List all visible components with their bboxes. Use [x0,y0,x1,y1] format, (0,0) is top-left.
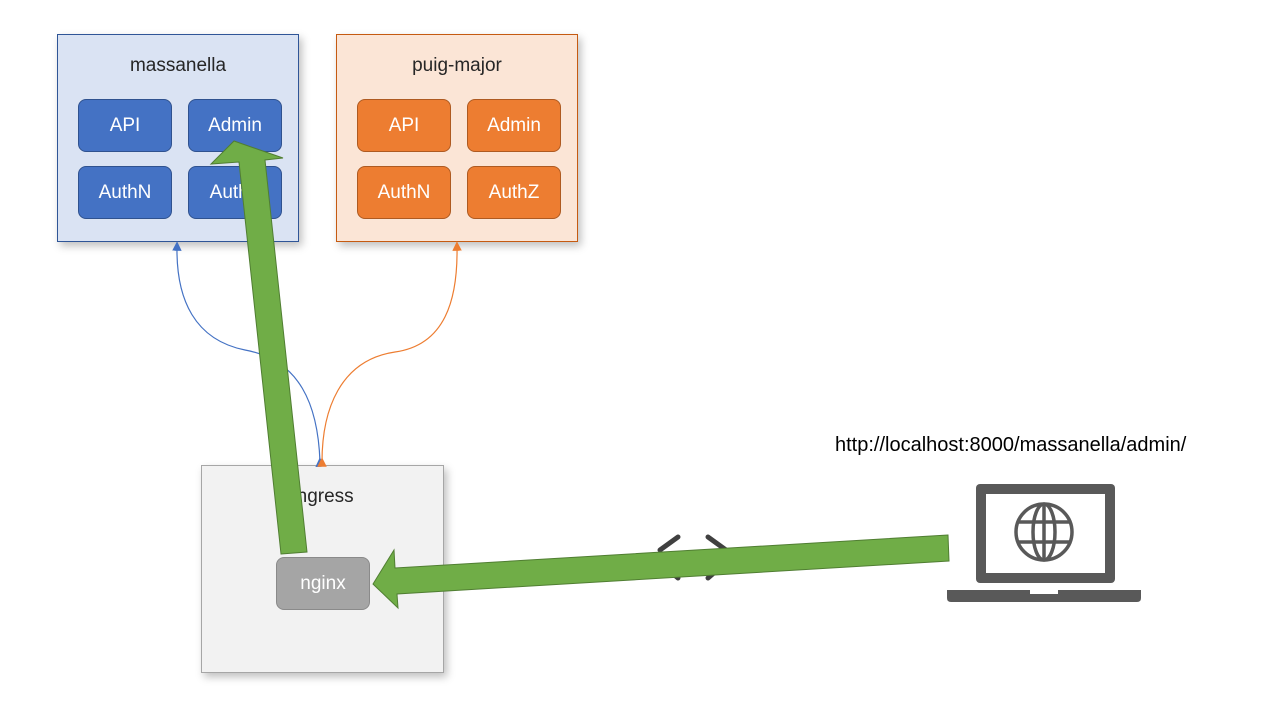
puig-major-title: puig-major [412,55,502,76]
puig-major-panel: puig-major API Admin AuthN AuthZ [336,34,578,242]
request-arrow-to-nginx [372,534,950,610]
client-url-label: http://localhost:8000/massanella/admin/ [835,434,1187,456]
laptop-globe-icon [947,484,1141,602]
ingress-title: Ingress [291,486,354,507]
massanella-connector [172,241,325,467]
massanella-title: massanella [129,55,227,76]
nginx-box[interactable]: nginx [276,557,370,610]
massanella-api-box[interactable]: API [78,99,172,152]
puig-major-authn-box[interactable]: AuthN [357,166,451,219]
puig-major-connector [317,241,462,467]
request-arrow-to-admin [209,140,308,555]
puig-major-api-box[interactable]: API [357,99,451,152]
massanella-authn-box[interactable]: AuthN [78,166,172,219]
puig-major-authz-box[interactable]: AuthZ [467,166,561,219]
puig-major-admin-box[interactable]: Admin [467,99,561,152]
